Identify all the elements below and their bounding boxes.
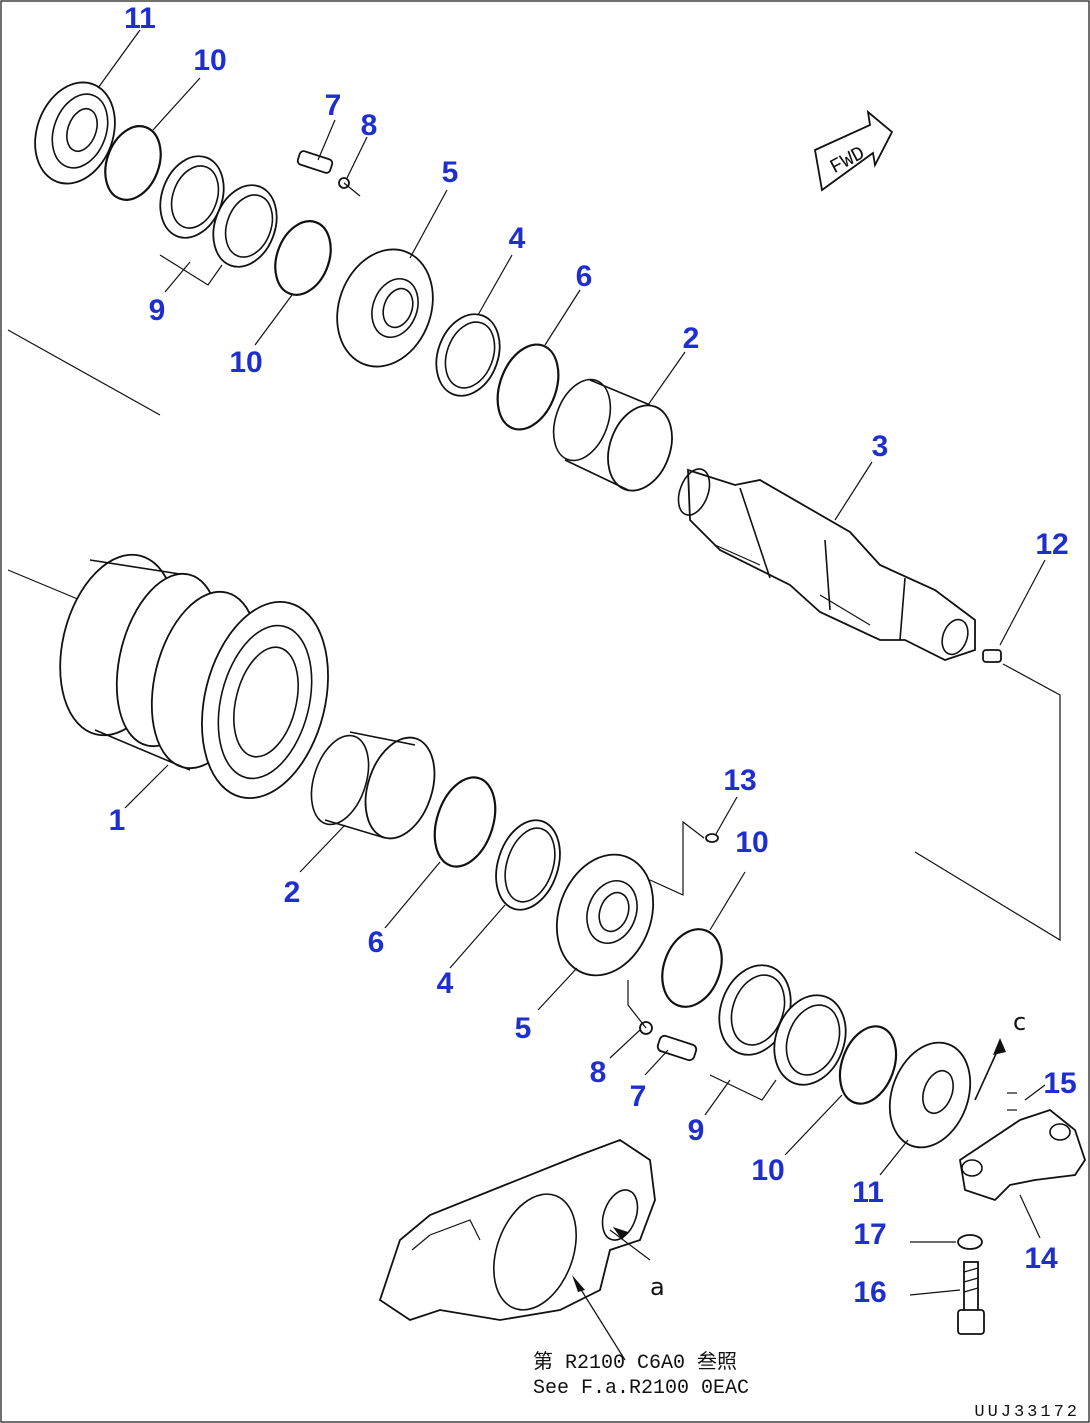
part-13-clip [649, 820, 719, 896]
part-17-washer [957, 1234, 983, 1250]
callout-15: 15 [1043, 1067, 1076, 1100]
callout-11-top: 11 [124, 2, 156, 35]
part-10-top-oring [104, 125, 162, 201]
top-assembly [7, 81, 1061, 942]
callout-2-top: 2 [683, 322, 700, 355]
drawing-code: UUJ33172 [974, 1403, 1080, 1422]
callout-10-bottom-a: 10 [735, 826, 768, 859]
part-2-bottom-bushing [310, 730, 436, 840]
part-4-top-ring [435, 313, 501, 397]
reference-note-line-1: 第 R2100 C6A0 叁照 [533, 1350, 737, 1375]
part-10-bottom-oring-b [838, 1025, 898, 1105]
part-10-mid-oring [274, 220, 332, 296]
arrow-c: c [974, 1008, 1026, 1101]
callout-3: 3 [872, 430, 889, 463]
callout-5-top: 5 [442, 156, 459, 189]
callout-14: 14 [1024, 1242, 1058, 1275]
callout-10-bottom-b: 10 [751, 1154, 784, 1187]
callout-8-top: 8 [361, 109, 378, 142]
callout-7-bottom: 7 [630, 1080, 647, 1113]
bottom-assembly: c [7, 553, 1086, 1335]
part-9-top-seal [159, 155, 278, 286]
part-7-bottom-bolt [656, 1034, 698, 1062]
callout-2-bottom: 2 [284, 876, 301, 909]
part-11-bottom-collar [888, 1041, 972, 1149]
part-12-plug [982, 649, 1002, 663]
callout-11-bottom: 11 [852, 1176, 884, 1209]
part-6-top-ring [496, 343, 560, 431]
part-5-bottom-retainer [555, 853, 655, 977]
part-11-top-collar [34, 81, 116, 185]
callout-7-top: 7 [325, 89, 342, 122]
track-frame-section: a [378, 1138, 665, 1361]
callout-17: 17 [853, 1218, 886, 1251]
callout-8-bottom: 8 [590, 1056, 607, 1089]
callout-6-bottom: 6 [368, 926, 385, 959]
part-4-bottom-ring [495, 819, 561, 911]
callout-16: 16 [853, 1276, 886, 1309]
callout-5-bottom: 5 [515, 1012, 532, 1045]
callout-9-bottom: 9 [688, 1114, 705, 1147]
leader-lines [97, 29, 1046, 1239]
callout-numbers: 11 10 7 8 5 9 10 4 6 2 3 12 1 2 6 4 5 13… [109, 2, 1077, 1309]
callout-10-top: 10 [193, 44, 226, 77]
part-7-top-bolt [296, 150, 334, 174]
fwd-direction-arrow: FWD [813, 109, 894, 192]
reference-note-line-2: See F.a.R2100 0EAC [533, 1377, 749, 1400]
part-6-bottom-ring [433, 776, 497, 868]
callout-1: 1 [109, 804, 126, 837]
part-8-bottom-washer [627, 980, 653, 1035]
part-3-shaft [677, 468, 976, 661]
reference-note: 第 R2100 C6A0 叁照 See F.a.R2100 0EAC [533, 1350, 749, 1400]
part-2-top-bushing [552, 378, 673, 492]
callout-6-top: 6 [576, 260, 593, 293]
part-16-bolt [957, 1261, 985, 1335]
part-10-bottom-oring-a [661, 928, 723, 1008]
part-1-roller [59, 553, 329, 800]
reference-mark-a: a [650, 1273, 665, 1301]
callout-4-top: 4 [509, 222, 526, 255]
callout-4-bottom: 4 [437, 967, 454, 1000]
arrow-c-label: c [1013, 1008, 1026, 1036]
part-14-bracket [959, 1108, 1086, 1202]
callout-9-top: 9 [149, 294, 166, 327]
callout-13: 13 [723, 764, 756, 797]
callout-12: 12 [1035, 528, 1068, 561]
part-9-bottom-seal [709, 964, 847, 1101]
part-5-top-retainer [336, 248, 434, 368]
callout-10-mid-top: 10 [229, 346, 262, 379]
